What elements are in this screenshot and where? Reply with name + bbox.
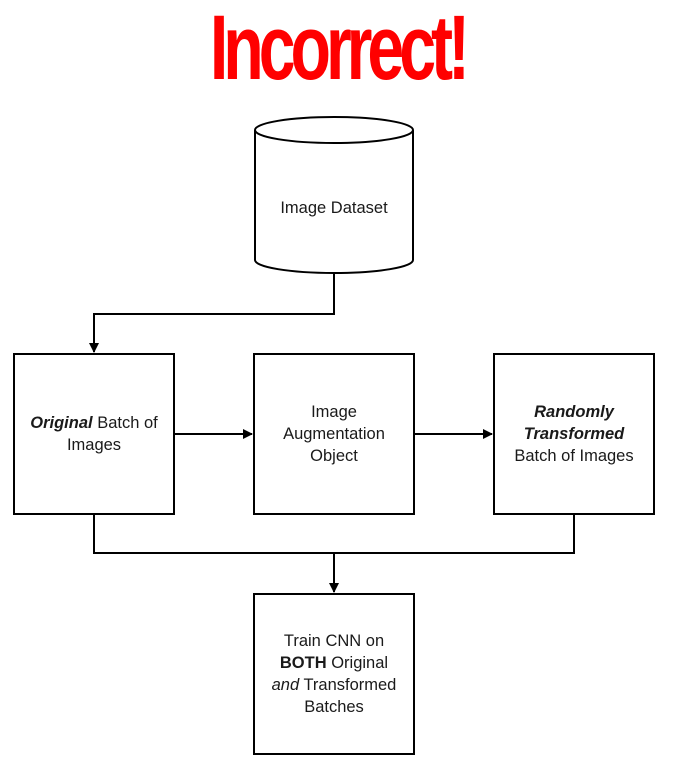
augmentation-line1: Image [311,403,357,421]
connector-original-to-merge [93,514,575,554]
train-both-emphasis: BOTH [279,654,327,672]
train-line4: Batches [304,698,364,716]
train-line2-rest: Original [326,654,389,672]
transformed-batch-node: Randomly Transformed Batch of Images [494,354,654,514]
dataset-label: Image Dataset [280,198,388,217]
train-cnn-node: Train CNN on BOTH Original and Transform… [254,594,414,754]
original-line1-rest: Batch of [92,414,158,432]
augmentation-box-outline [253,353,415,515]
original-batch-node: Original Batch of Images [14,354,174,514]
original-line2: Images [66,436,122,454]
connector-dataset-to-original [89,272,335,353]
augmentation-node: Image Augmentation Object [254,354,414,514]
augmentation-line2: Augmentation [283,425,385,443]
transformed-line3: Batch of Images [514,447,634,465]
original-emphasis: Original [30,414,93,432]
original-batch-box-outline [13,353,175,515]
transformed-line2: Transformed [523,425,625,443]
train-cnn-box-outline [253,593,415,755]
train-line3-rest: Transformed [299,676,397,694]
train-line1: Train CNN on [283,632,385,650]
train-and-emphasis: and [271,676,300,694]
dataset-node: Image Dataset [255,145,413,270]
transformed-batch-box-outline [493,353,655,515]
transformed-line1: Randomly [534,403,614,421]
incorrect-headline: Incorrect! [209,0,470,99]
augmentation-line3: Object [310,447,358,465]
